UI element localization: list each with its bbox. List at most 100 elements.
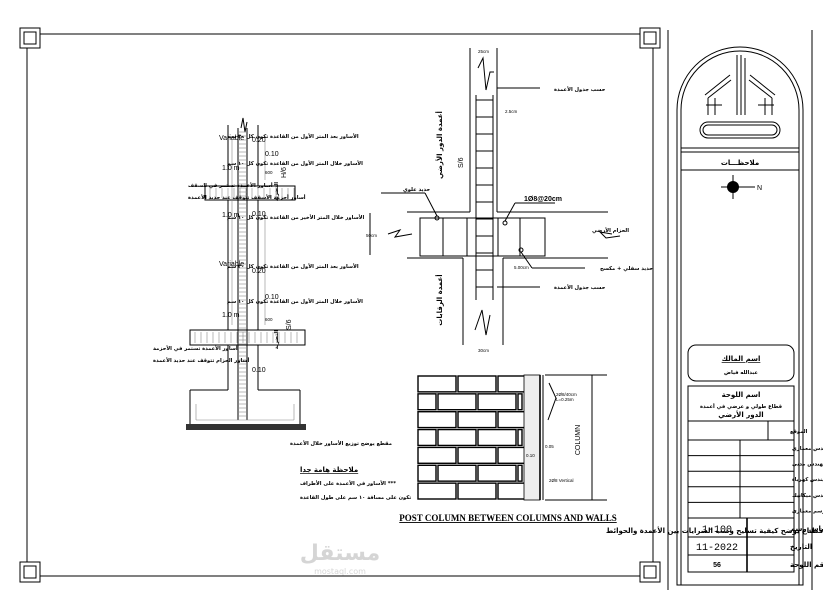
column-beam-joint-section: 25cm 30cm 2.5cm 50cm 5.00cm S/6 1Ø8@20cm… xyxy=(366,48,653,353)
label: الحزام الأرضي xyxy=(592,227,629,234)
owner-label: اسم المالك xyxy=(722,355,761,363)
label: حسب جدول الأعمدة xyxy=(554,284,606,291)
note-text: أساور الحزام تتوقف عند حديد الأعمدة xyxy=(153,357,250,364)
dim-text: H/6 xyxy=(281,167,288,178)
date-value: 11-2022 xyxy=(696,543,738,554)
section-title-en: POST COLUMN BETWEEN COLUMNS AND WALLS xyxy=(399,513,616,523)
brick xyxy=(457,482,497,500)
title-block: ملاحظـــات N اسم المالك عبدالله فياض اسم… xyxy=(676,46,823,586)
dim-text: 0.20 xyxy=(252,137,266,144)
label: حديد سفلي + مكسح xyxy=(600,266,653,272)
role-label: رسم معماري xyxy=(792,508,823,514)
sheet-label: رقم اللوحة xyxy=(790,561,823,569)
important-note-line: *** الأساور في الأعمدة على الأطراف xyxy=(300,480,396,487)
column-label: COLUMN xyxy=(575,425,582,455)
scale-label: مقياس رسم xyxy=(790,525,823,533)
dim-text: التضرية xyxy=(274,330,280,349)
note-text: أساور الأعمدة تستمر في السقف xyxy=(188,182,273,189)
rebar-label: 2Ø8/40cm xyxy=(556,392,577,397)
brick xyxy=(437,393,477,411)
note-text: الأساور خلال المتر الأول من القاعدة تكون… xyxy=(227,160,363,167)
rebar-label: 2Ø8 Vertical xyxy=(549,478,574,483)
role-label: مهندس مدني xyxy=(792,462,823,468)
note-text: أساور أحزمة الأسقف تتوقف عند حديد الأعمد… xyxy=(188,194,306,201)
brick xyxy=(417,428,437,447)
brick xyxy=(457,375,497,393)
board-label: اسم اللوحة xyxy=(722,391,761,399)
rebar-label: L=0.25m xyxy=(556,397,574,402)
dim-text: S/6 xyxy=(286,319,293,330)
watermark: مستقل mostaql.com xyxy=(300,541,380,576)
brick xyxy=(417,464,437,482)
scale-value: 1-100 xyxy=(702,525,732,536)
dim-text: 600 xyxy=(265,317,273,322)
dim-text: 0.10 xyxy=(265,294,279,301)
dim-text: Variable xyxy=(219,261,244,268)
dim-text: 0.20 xyxy=(252,268,266,275)
important-note-line: تكون على مسافة ١٠ سم على طول القاعدة xyxy=(300,495,411,501)
dim-text: 0.10 xyxy=(526,453,535,458)
dim-text: S/6 xyxy=(458,157,465,168)
notes-label: ملاحظـــات xyxy=(721,159,759,167)
dim-text: 1.0 m xyxy=(222,312,240,319)
brick xyxy=(417,482,457,500)
role-label: مهندس كهرباء xyxy=(792,477,823,483)
section-title-ar: قطـاع يوضح كيفية تسليح وصب الشرايات بين … xyxy=(606,526,823,535)
dim-text: 25cm xyxy=(478,49,489,54)
date-label: التاريخ xyxy=(790,543,812,551)
brick xyxy=(417,411,457,429)
column-stirrup-section: الأساور بعد المتر الأول من القاعدة تكون … xyxy=(153,117,411,501)
brick xyxy=(477,428,517,447)
section-caption: مقطع يوضح توزيع الأساور خلال الأعمدة xyxy=(290,440,392,447)
brick xyxy=(517,428,523,447)
brick xyxy=(457,411,497,429)
brick xyxy=(457,446,497,464)
note-text: الأساور بعد المتر الأول من القاعدة تكون … xyxy=(227,263,359,270)
dim-text: التضرية xyxy=(274,182,280,201)
dim-text: 0.10 xyxy=(252,211,266,218)
board-name: الدور الأرضي xyxy=(718,410,763,419)
brick xyxy=(517,464,523,482)
dim-text: 30cm xyxy=(478,348,489,353)
dim-text: 0.05 xyxy=(545,444,554,449)
role-label: مهندس ميكانيك xyxy=(792,493,823,499)
location-label: الموقع xyxy=(790,429,808,435)
dim-text: 0.10 xyxy=(252,367,266,374)
dim-text: 5.00cm xyxy=(514,265,529,270)
brick xyxy=(417,393,437,411)
brick xyxy=(517,393,523,411)
brick xyxy=(477,393,517,411)
stirrup-label: 1Ø8@20cm xyxy=(524,196,562,203)
logo-icon xyxy=(699,55,781,139)
watermark-logo: مستقل xyxy=(300,541,380,566)
dim-text: 600 xyxy=(265,170,273,175)
owner-name: عبدالله فياض xyxy=(724,370,758,376)
note-text: الأساور خلال المتر الأول من القاعدة تكون… xyxy=(227,298,363,305)
note-text: الأساور خلال المتر الأخير من القاعدة تكو… xyxy=(227,214,365,221)
label: أعمدة الدور الأرضي xyxy=(435,111,444,179)
watermark-url: mostaql.com xyxy=(314,567,366,576)
dim-text: 0.10 xyxy=(265,151,279,158)
north-label: N xyxy=(757,185,762,192)
post-column-wall-section: 2Ø8/40cm L=0.25m 0.05 0.10 2Ø8 Vertical … xyxy=(399,374,823,535)
note-text: أساور الأعمدة تستمر في الأحزمة xyxy=(153,345,238,352)
brick xyxy=(437,464,477,482)
label: حسب جدول الأعمدة xyxy=(554,86,606,93)
important-note-title: ملاحظة هامة جدا xyxy=(300,466,358,474)
role-label: مهندس معماري xyxy=(792,446,823,452)
dim-text: 1.0 m xyxy=(222,212,240,219)
blinding-hatch xyxy=(186,424,306,430)
brick xyxy=(477,464,517,482)
brick xyxy=(417,375,457,393)
brick xyxy=(417,446,457,464)
sheet-frame xyxy=(19,27,813,590)
board-name: قطاع طولي و عرضي في أعمدة xyxy=(700,403,782,410)
dim-text: 2.5cm xyxy=(505,109,518,114)
dim-text: 50cm xyxy=(366,233,377,238)
dim-text: 1.0 m xyxy=(222,165,240,172)
north-arrow-icon: N xyxy=(721,175,762,199)
dim-text: Variable xyxy=(219,135,244,142)
note-text: الأساور بعد المتر الأول من القاعدة تكون … xyxy=(227,133,359,140)
label: حديد علوي xyxy=(403,187,430,193)
